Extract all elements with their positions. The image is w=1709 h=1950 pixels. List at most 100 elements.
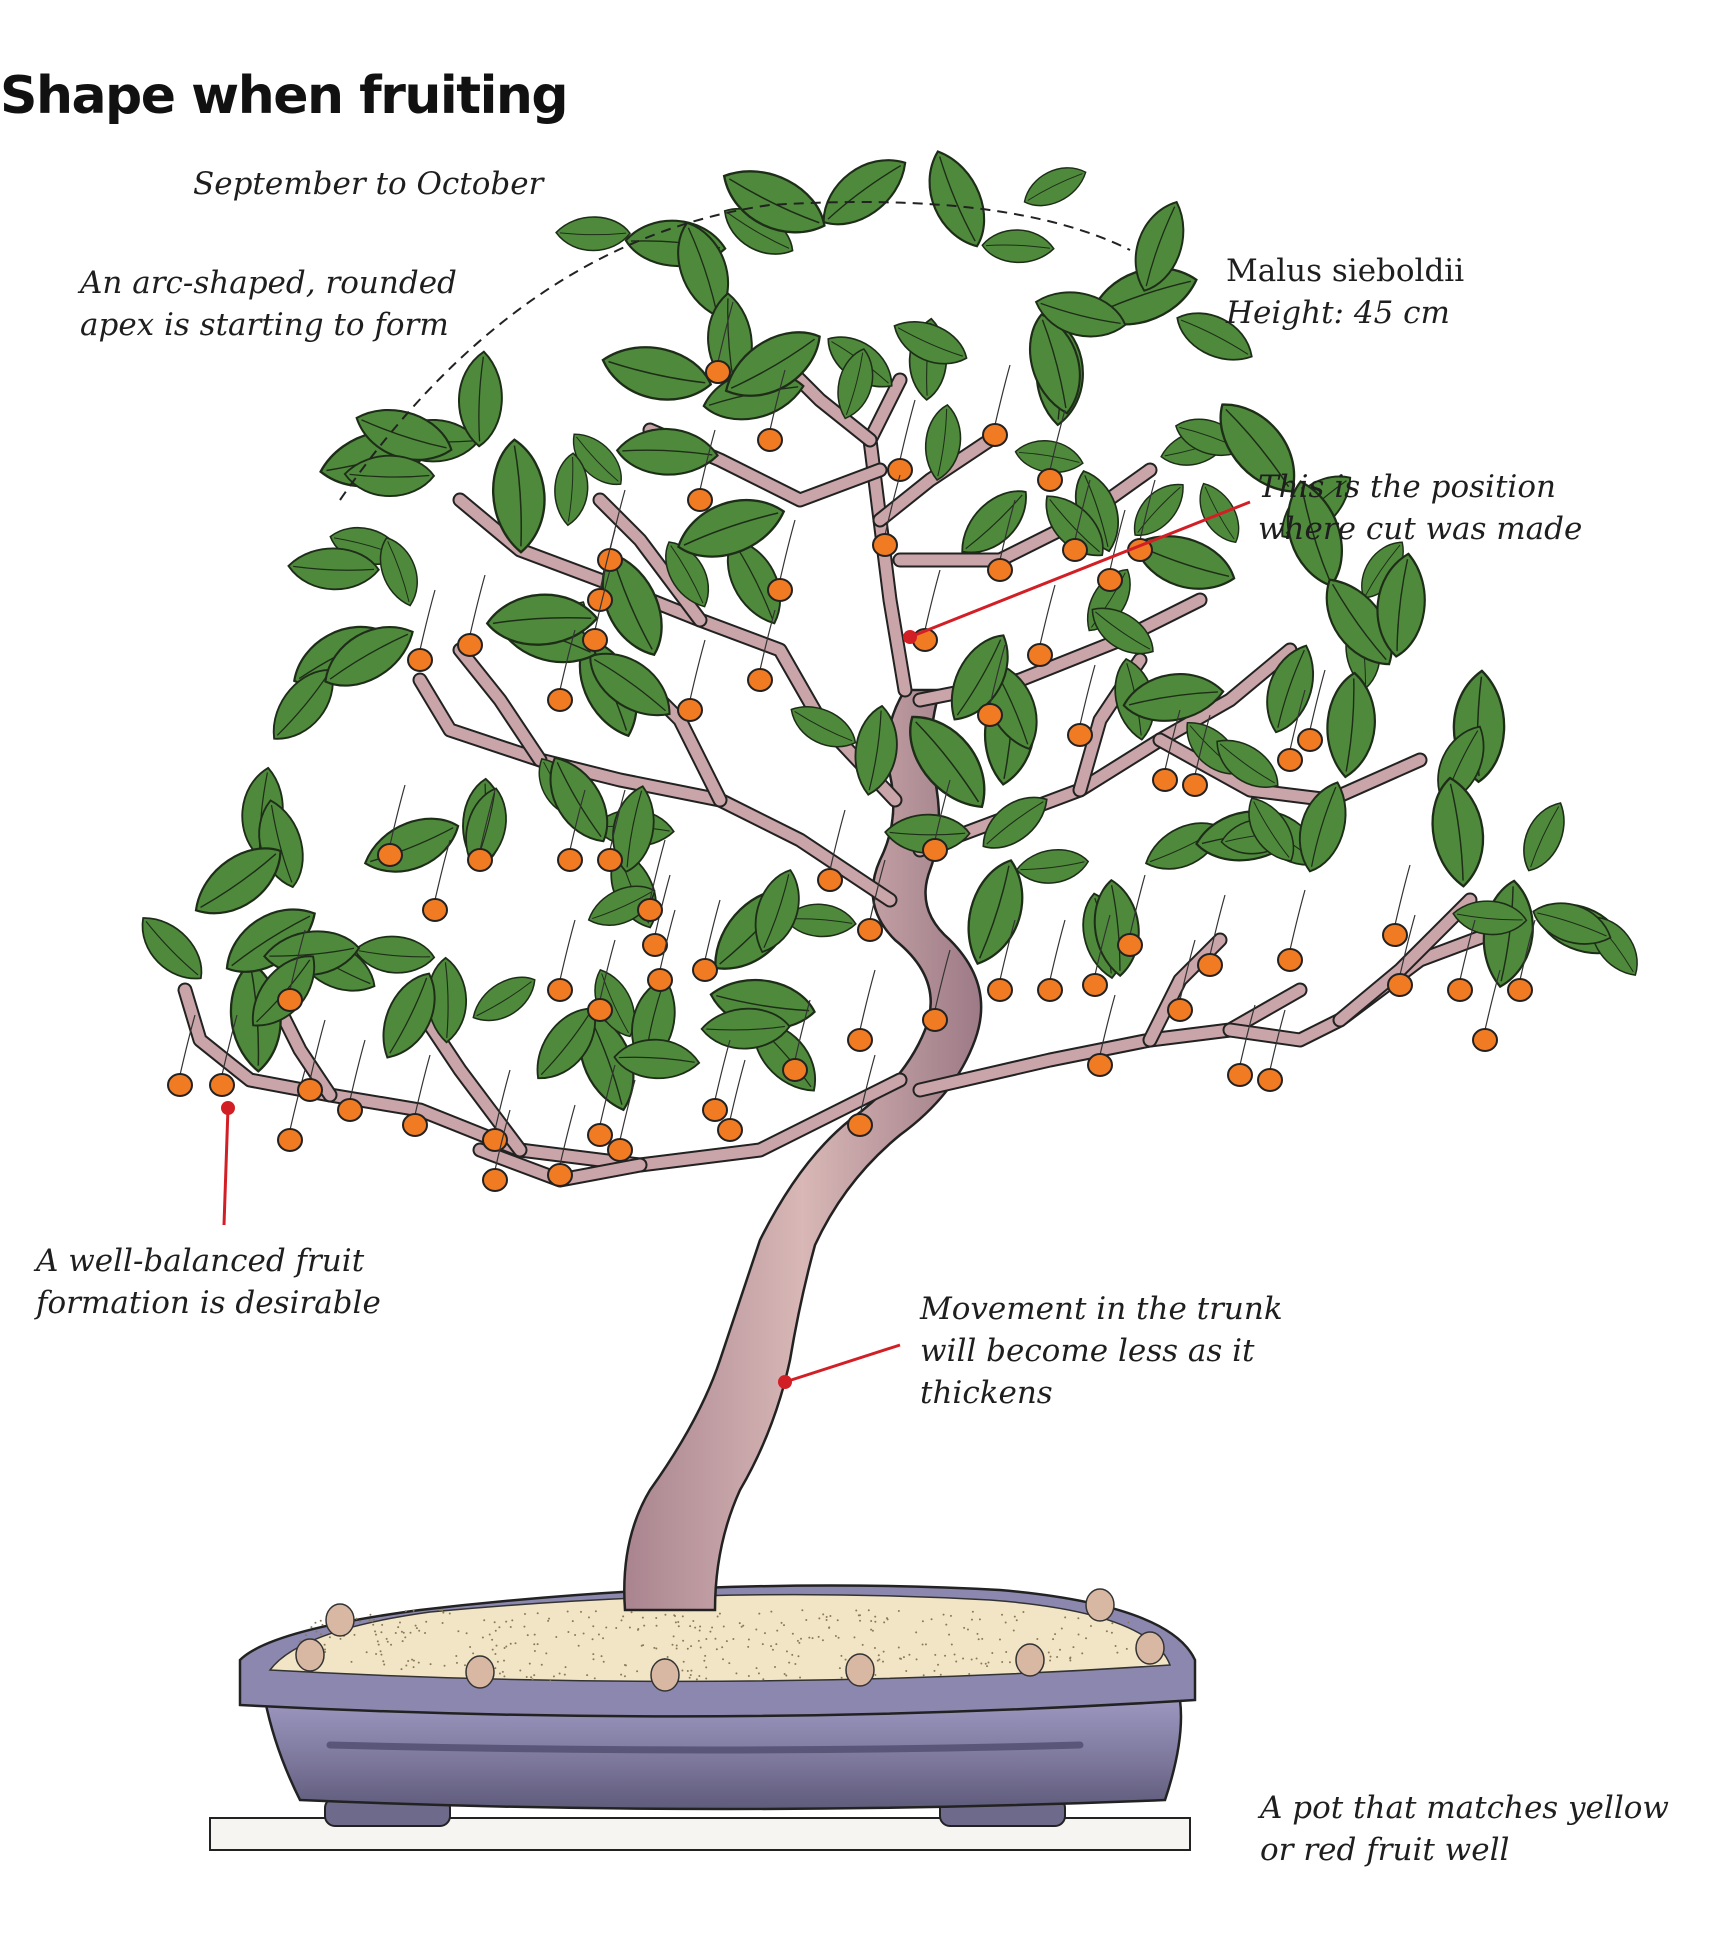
soil-dot <box>755 1667 758 1670</box>
fruit-stem <box>494 1109 511 1171</box>
soil-dot <box>442 1611 445 1614</box>
leaf-shape <box>272 669 334 740</box>
soil-dot <box>381 1623 384 1626</box>
soil-dot <box>836 1619 839 1622</box>
soil-dot <box>1089 1625 1092 1628</box>
leaf-vein <box>492 616 592 625</box>
leaf-vein <box>938 156 976 242</box>
leaf-shape <box>1015 849 1090 884</box>
soil-dot <box>533 1674 536 1677</box>
soil-dot <box>417 1661 420 1664</box>
soil-dot <box>945 1623 948 1626</box>
soil-dot <box>794 1662 797 1665</box>
specimen-height: Height: 45 cm <box>1226 295 1450 331</box>
soil-dot <box>441 1609 444 1612</box>
leaf <box>1452 900 1528 936</box>
soil-dot <box>922 1674 925 1677</box>
soil-dot <box>525 1675 528 1678</box>
leaf-shape <box>1219 403 1296 493</box>
crab-apple-fruit <box>767 578 793 602</box>
leaf <box>225 908 316 973</box>
leaf <box>1248 797 1295 862</box>
crab-apple-fruit <box>167 1073 193 1097</box>
leaf-vein <box>1301 487 1331 581</box>
soil-dot <box>424 1632 427 1635</box>
leaf-vein <box>716 995 810 1012</box>
soil-dot <box>622 1615 625 1618</box>
crab-apple-fruit <box>1447 978 1473 1002</box>
soil-dot <box>682 1639 685 1642</box>
soil-dot <box>902 1656 905 1659</box>
soil-dot <box>374 1630 377 1633</box>
soil-dot <box>1004 1621 1007 1624</box>
soil-dot <box>921 1643 924 1646</box>
soil-dot <box>798 1641 801 1644</box>
soil-dot <box>874 1615 877 1618</box>
soil-dot <box>722 1625 725 1628</box>
tree-fruits <box>167 301 1536 1192</box>
crab-apple-fruit <box>982 423 1008 447</box>
crab-apple-fruit <box>692 958 718 982</box>
soil-dot <box>380 1631 383 1634</box>
soil-dot <box>761 1643 764 1646</box>
soil-dot <box>771 1648 774 1651</box>
period-text: September to October <box>193 166 544 202</box>
leaf <box>1376 552 1426 658</box>
leaf-vein <box>1253 801 1290 858</box>
leaf <box>982 796 1048 849</box>
leaf-shape <box>363 817 460 873</box>
soil-dot <box>859 1614 862 1617</box>
soil-dot <box>315 1630 318 1633</box>
soil-dot <box>877 1654 880 1657</box>
soil-dot <box>548 1617 551 1620</box>
soil-dot <box>418 1629 421 1632</box>
leaf-vein <box>269 947 355 957</box>
soil-dot <box>870 1628 873 1631</box>
soil-dot <box>740 1625 743 1628</box>
fruit-stem <box>309 1019 326 1081</box>
leaf-vein <box>1049 499 1100 553</box>
soil-dot <box>545 1652 548 1655</box>
soil-dot <box>747 1675 750 1678</box>
soil-dot <box>721 1646 724 1649</box>
soil-dot <box>968 1673 971 1676</box>
leaf <box>1133 483 1184 536</box>
crab-apple-fruit <box>1197 953 1223 977</box>
soil-dot <box>637 1627 640 1630</box>
leaf-vein <box>827 165 902 220</box>
soil-dot <box>400 1630 403 1633</box>
soil-dot <box>493 1621 496 1624</box>
fruit-stem <box>289 929 306 991</box>
soil-dot <box>483 1619 486 1622</box>
soil-dot <box>1012 1629 1015 1632</box>
leaf <box>677 498 786 558</box>
annotation-fruit-line-2: formation is desirable <box>36 1285 381 1321</box>
soil-dot <box>571 1620 574 1623</box>
soil-dot <box>314 1621 317 1624</box>
crab-apple-fruit <box>687 488 713 512</box>
fruit-stem <box>1194 714 1211 776</box>
soil-dot <box>825 1618 828 1621</box>
leaf-vein <box>956 639 1002 716</box>
soil-dot <box>602 1637 605 1640</box>
soil-dot <box>310 1626 313 1629</box>
soil-dot <box>763 1632 766 1635</box>
soil-dot <box>885 1617 888 1620</box>
soil-dot <box>372 1623 375 1626</box>
pot-stripe <box>326 1741 1084 1754</box>
soil-dot <box>825 1615 828 1618</box>
annotation-fruit-line-1: A well-balanced fruit <box>36 1243 365 1279</box>
leaf-vein <box>231 915 311 967</box>
soil-dot <box>976 1632 979 1635</box>
fruit-stem <box>934 949 951 1011</box>
fruit-stem <box>699 429 716 491</box>
soil-dot <box>686 1647 689 1650</box>
soil-dot <box>840 1676 843 1679</box>
fruit-stem <box>221 1014 238 1076</box>
crab-apple-fruit <box>1227 1063 1253 1087</box>
soil-dot <box>577 1644 580 1647</box>
soil-dot <box>373 1618 376 1621</box>
leader-trunk <box>778 1343 901 1389</box>
leaf-vein <box>706 1025 786 1031</box>
soil-dot <box>597 1633 600 1636</box>
